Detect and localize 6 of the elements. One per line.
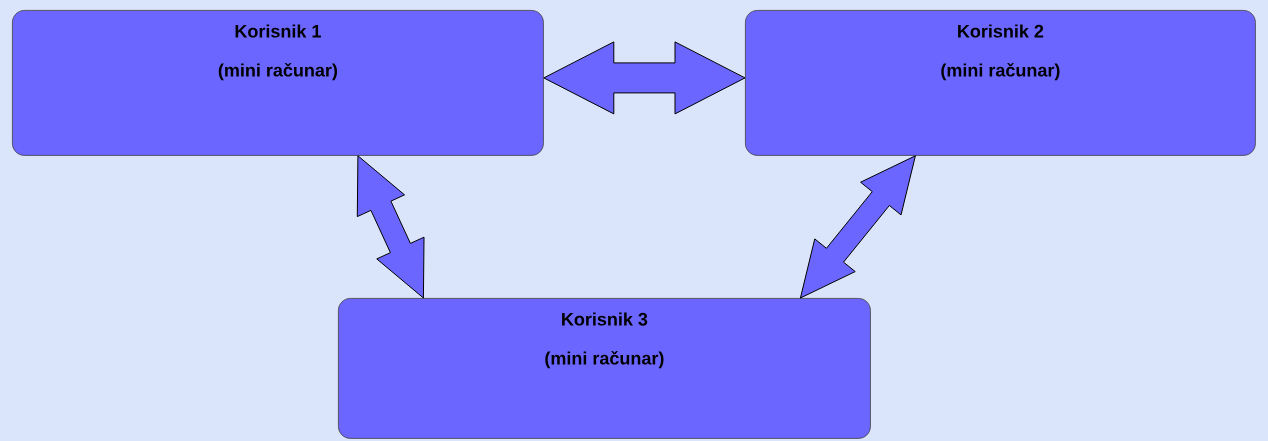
user-box: Korisnik 1 (mini računar): [12, 10, 544, 156]
double-arrow: [799, 155, 916, 299]
double-arrow: [356, 155, 425, 299]
user-box: Korisnik 2 (mini računar): [745, 10, 1256, 156]
double-arrow: [543, 41, 746, 115]
user-box: Korisnik 3 (mini računar): [338, 298, 871, 439]
